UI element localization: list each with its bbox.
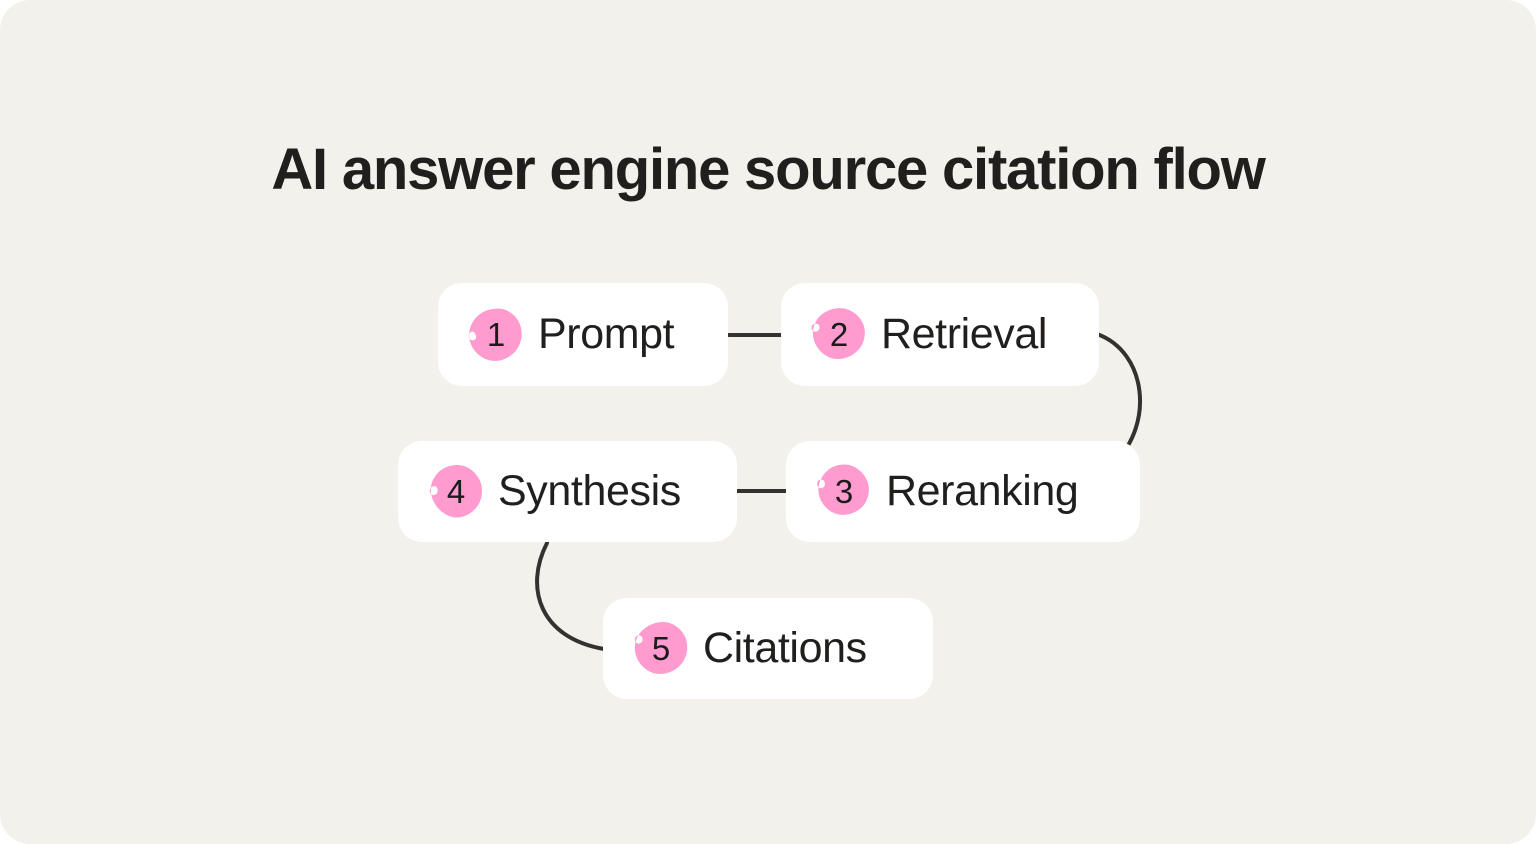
- node-label: Synthesis: [498, 467, 681, 515]
- blob-shape-icon: [817, 464, 869, 515]
- step-badge: 2: [811, 307, 867, 363]
- node-label: Retrieval: [881, 310, 1048, 358]
- blob-shape-icon: [811, 307, 865, 359]
- flow-node-synthesis[interactable]: 4 Synthesis: [398, 441, 737, 542]
- node-label: Prompt: [538, 310, 675, 358]
- node-label: Reranking: [886, 467, 1079, 515]
- page-title: AI answer engine source citation flow: [271, 137, 1266, 202]
- flow-node-reranking[interactable]: 3 Reranking: [786, 441, 1140, 542]
- blob-shape-icon: [468, 308, 522, 361]
- edge-synthesis-to-citations: [535, 541, 606, 651]
- step-number: 3: [834, 472, 854, 510]
- step-number: 4: [446, 472, 466, 510]
- blob-shape-icon: [429, 464, 483, 518]
- step-number: 2: [829, 315, 849, 353]
- step-number: 1: [486, 315, 506, 353]
- step-badge: 3: [816, 464, 872, 520]
- step-badge: 5: [633, 621, 689, 677]
- flow-node-citations[interactable]: 5 Citations: [603, 598, 933, 699]
- step-badge: 1: [468, 307, 524, 363]
- flow-node-prompt[interactable]: 1 Prompt: [438, 283, 728, 386]
- blob-shape-icon: [634, 621, 688, 674]
- step-badge: 4: [428, 464, 484, 520]
- flow-node-retrieval[interactable]: 2 Retrieval: [781, 283, 1099, 386]
- node-label: Citations: [703, 624, 867, 672]
- step-number: 5: [651, 629, 671, 667]
